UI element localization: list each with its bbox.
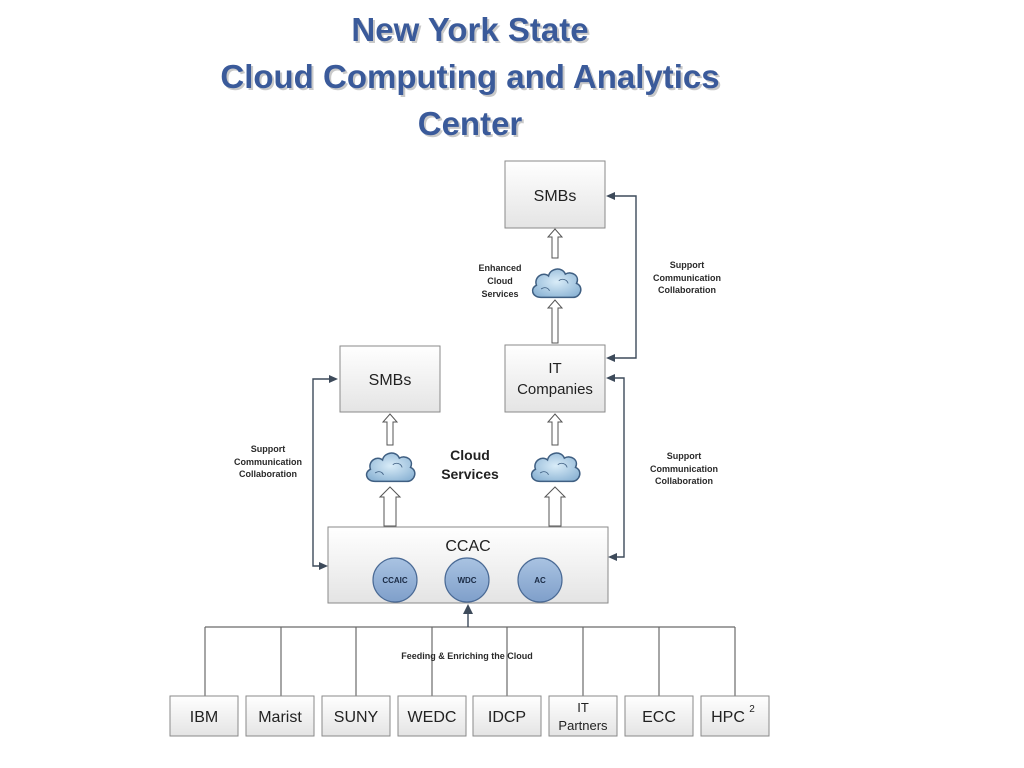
- smbs-top-label: SMBs: [534, 188, 577, 205]
- ac-label: AC: [534, 576, 546, 585]
- partner-ecc: ECC: [624, 695, 694, 737]
- partner-wedc: WEDC: [397, 695, 467, 737]
- partner-suny-label: SUNY: [334, 709, 379, 726]
- svg-text:Cloud: Cloud: [487, 276, 513, 286]
- smbs-left-label: SMBs: [369, 372, 412, 389]
- feeding-label: Feeding & Enriching the Cloud: [401, 651, 533, 661]
- feeding-tree: [204, 604, 736, 696]
- wdc-label: WDC: [457, 576, 476, 585]
- hollow-arrow-top-lower: [546, 299, 564, 344]
- partner-hpc-label: HPC: [711, 709, 745, 726]
- partner-hpc-superscript: 2: [749, 704, 755, 715]
- cloud-icon-enhanced: [531, 268, 582, 299]
- cloud-icon-right: [530, 452, 581, 483]
- ccaic-circle: CCAIC: [372, 557, 418, 603]
- partner-it-label: IT: [577, 700, 589, 715]
- connector-top-right: [606, 192, 637, 362]
- svg-text:Communication: Communication: [650, 464, 718, 474]
- svg-text:Cloud: Cloud: [450, 447, 490, 463]
- title-line-3: Center: [417, 105, 523, 142]
- svg-text:Services: Services: [481, 289, 518, 299]
- partner-marist-label: Marist: [258, 709, 302, 726]
- ccac-label: CCAC: [445, 538, 490, 555]
- title-line-1: New York State: [351, 11, 589, 48]
- hollow-arrow-left-lower: [378, 486, 402, 527]
- partner-ibm: IBM: [169, 695, 239, 737]
- page-title: New York State Cloud Computing and Analy…: [0, 6, 940, 147]
- cloud-icon-left: [365, 452, 416, 483]
- partner-suny: SUNY: [321, 695, 391, 737]
- svg-text:Services: Services: [441, 466, 499, 482]
- hollow-arrow-left-upper: [381, 413, 399, 446]
- partner-wedc-label: WEDC: [408, 709, 457, 726]
- wdc-circle: WDC: [444, 557, 490, 603]
- svg-text:Support: Support: [667, 451, 702, 461]
- smbs-top-box: SMBs: [504, 160, 606, 229]
- connector-left: [312, 375, 338, 570]
- partner-idcp: IDCP: [472, 695, 542, 737]
- enhanced-cloud-services-label: Enhanced Cloud Services: [478, 263, 521, 299]
- ac-circle: AC: [517, 557, 563, 603]
- partner-marist: Marist: [245, 695, 315, 737]
- it-companies-label-2: Companies: [517, 381, 593, 398]
- it-companies-box: IT Companies: [504, 344, 606, 413]
- cloud-services-label: Cloud Services: [441, 447, 499, 482]
- support-right-label: Support Communication Collaboration: [650, 451, 718, 486]
- svg-text:Support: Support: [670, 260, 705, 270]
- title-line-2: Cloud Computing and Analytics: [220, 58, 720, 95]
- hollow-arrow-right-upper: [546, 413, 564, 446]
- svg-text:Collaboration: Collaboration: [658, 285, 716, 295]
- partner-idcp-label: IDCP: [488, 709, 526, 726]
- partner-partners-label: Partners: [558, 718, 608, 733]
- partner-it-partners: IT Partners: [548, 695, 618, 737]
- partner-ibm-label: IBM: [190, 709, 218, 726]
- hollow-arrow-right-lower: [543, 486, 567, 527]
- hollow-arrow-top-upper: [546, 228, 564, 259]
- svg-text:Communication: Communication: [234, 457, 302, 467]
- svg-text:Communication: Communication: [653, 273, 721, 283]
- ccaic-label: CCAIC: [382, 576, 408, 585]
- connector-right: [606, 374, 625, 561]
- partner-hpc: HPC 2: [700, 695, 770, 737]
- svg-text:Support: Support: [251, 444, 286, 454]
- svg-text:Collaboration: Collaboration: [239, 469, 297, 479]
- support-left-label: Support Communication Collaboration: [234, 444, 302, 479]
- smbs-left-box: SMBs: [339, 345, 441, 413]
- it-companies-label-1: IT: [548, 360, 561, 377]
- partner-ecc-label: ECC: [642, 709, 676, 726]
- svg-text:Enhanced: Enhanced: [478, 263, 521, 273]
- support-top-right-label: Support Communication Collaboration: [653, 260, 721, 295]
- svg-text:Collaboration: Collaboration: [655, 476, 713, 486]
